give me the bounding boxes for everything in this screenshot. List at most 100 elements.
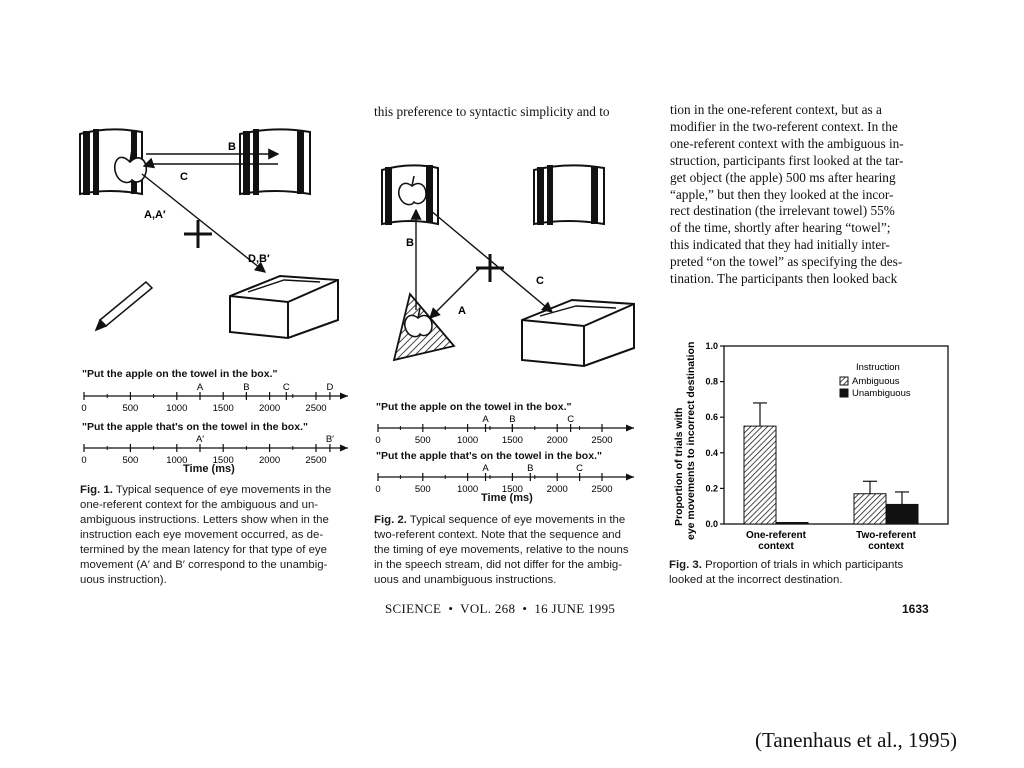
fig1-label-aa: A,A′ [144, 209, 166, 221]
fig2-label-c: C [536, 275, 544, 287]
fig1-label-db: D,B′ [248, 253, 270, 265]
fig1-quote-1: "Put the apple on the towel in the box." [82, 368, 278, 380]
fig2-caption: Fig. 2. Typical sequence of eye movement… [374, 513, 654, 588]
timeline-tick-label: 500 [415, 484, 431, 495]
fig1-label-c: C [180, 171, 188, 183]
fig1-quote-2: "Put the apple that's on the towel in th… [82, 421, 308, 433]
timeline-tick-label: 2000 [547, 435, 568, 446]
timeline-event-label: C [576, 463, 583, 474]
fig1-label-b: B [228, 141, 236, 153]
fig2-top-text: this preference to syntactic simplicity … [374, 104, 610, 119]
body-text-line: “apple,” but then they looked at the inc… [670, 186, 894, 202]
x-category-label: context [868, 541, 904, 552]
body-text-line: of the time, shortly after hearing “towe… [670, 220, 891, 236]
fig1-caption-label: Fig. 1. [80, 484, 113, 496]
timeline-tick-label: 1000 [166, 403, 187, 414]
footer-date: 16 JUNE 1995 [534, 601, 616, 616]
bar-ambiguous-1 [853, 493, 887, 525]
fig3-caption-line: Proportion of trials in which participan… [705, 559, 904, 571]
fig3-legend-ambiguous: Ambiguous [852, 376, 900, 387]
chart-frame [723, 345, 949, 525]
timeline-tick-label: 2000 [259, 403, 280, 414]
timeline-tick-label: 0 [375, 484, 380, 495]
footer-bullet: • [522, 601, 528, 616]
fig3-ylabel-line-1: Proportion of trials with [673, 408, 685, 526]
timeline-event-label: B [509, 414, 515, 425]
fig1-illustration: B C A,A′ D,B′ [79, 128, 339, 340]
timeline-tick-label: 0 [375, 435, 380, 446]
fig1-caption-line: uous instruction). [80, 574, 167, 586]
timeline-event-label: B [243, 382, 249, 393]
fig3-caption: Fig. 3. Proportion of trials in which pa… [669, 558, 959, 588]
timeline-event-label: C [567, 414, 574, 425]
footer-journal: SCIENCE [385, 601, 442, 616]
fig3-legend-unambiguous: Unambiguous [852, 388, 911, 399]
fig1-caption-line: instruction each eye movement occurred, … [80, 529, 324, 541]
y-tick-label: 0.2 [705, 483, 718, 493]
box-icon [521, 298, 635, 368]
x-category-label: One-referent [746, 530, 807, 541]
fig2-label-a: A [458, 305, 466, 317]
timeline-arrow-icon [626, 473, 634, 481]
body-text-column: tion in the one-referent context, but as… [670, 102, 940, 288]
bar-ambiguous-0 [743, 425, 777, 525]
footer-bullet: • [448, 601, 454, 616]
timeline-tick-label: 2500 [305, 455, 326, 466]
fig2-caption-label: Fig. 2. [374, 514, 407, 526]
timeline-tick-label: 2500 [591, 484, 612, 495]
body-text-line: preted “on the towel” as specifying the … [670, 254, 903, 270]
timeline-tick-label: 0 [81, 403, 86, 414]
fig3-ylabel-line-2: eye movements to incorrect destination [685, 342, 697, 540]
fig1-caption-line: termined by the mean latency for that ty… [80, 544, 327, 556]
fig2-quote-1: "Put the apple on the towel in the box." [376, 401, 572, 413]
timeline-tick-label: 0 [81, 455, 86, 466]
fig1-caption-line: one-referent context for the ambiguous a… [80, 499, 319, 511]
timeline-tick-label: 2000 [547, 484, 568, 495]
fig2-caption-line: the timing of eye movements, relative to… [374, 544, 629, 556]
fig1-caption-line: Typical sequence of eye movements in the [115, 484, 332, 496]
fig2-caption-line: two-referent context. Note that the sequ… [374, 529, 621, 541]
fig2-caption-line: uous and unambiguous instructions. [374, 574, 557, 586]
fig1-caption-line: movement (A′ and B′ correspond to the un… [80, 559, 328, 571]
citation: (Tanenhaus et al., 1995) [755, 728, 958, 752]
timeline-arrow-icon [626, 424, 634, 432]
towel-right-icon [533, 164, 605, 226]
fig3-bar-chart: Proportion of trials with eye movements … [673, 341, 949, 552]
x-category-label: Two-referent [856, 530, 916, 541]
fig3-legend-swatch-ambiguous [839, 376, 849, 386]
timeline-arrow-icon [340, 444, 348, 452]
y-tick-label: 0.6 [705, 412, 718, 422]
timeline-event-label: A′ [196, 434, 204, 445]
y-tick-label: 0.8 [705, 377, 718, 387]
footer-page-number: 1633 [902, 602, 929, 616]
timeline-event-label: A [482, 414, 489, 425]
body-text-line: tion in the one-referent context, but as… [670, 102, 882, 117]
body-text-line: get object (the apple) 500 ms after hear… [670, 169, 896, 185]
timeline-tick-label: 1500 [213, 455, 234, 466]
timeline-event-label: D [326, 382, 333, 393]
apple-icon [404, 307, 433, 338]
timeline-tick-label: 1000 [457, 435, 478, 446]
bar-unambiguous-0 [775, 522, 809, 525]
fig3-caption-label: Fig. 3. [669, 559, 702, 571]
fig2-quote-2: "Put the apple that's on the towel in th… [376, 450, 602, 462]
timeline-event-label: C [283, 382, 290, 393]
timeline-tick-label: 1000 [457, 484, 478, 495]
page-footer: SCIENCE • VOL. 268 • 16 JUNE 1995 [385, 601, 615, 617]
y-tick-label: 1.0 [705, 341, 718, 351]
timeline-event-label: B [527, 463, 533, 474]
timeline-event-label: A [482, 463, 489, 474]
timeline-arrow-icon [340, 392, 348, 400]
fig2-caption-line: Typical sequence of eye movements in the [409, 514, 626, 526]
body-text-line: this indicated that they had initially i… [670, 237, 890, 253]
bar-unambiguous-1 [885, 503, 919, 525]
timeline-tick-label: 2500 [305, 403, 326, 414]
fig3-legend-title: Instruction [856, 362, 900, 373]
towel-right-icon [239, 128, 311, 196]
fig2-illustration: B A C [381, 164, 635, 368]
x-category-label: context [758, 541, 794, 552]
